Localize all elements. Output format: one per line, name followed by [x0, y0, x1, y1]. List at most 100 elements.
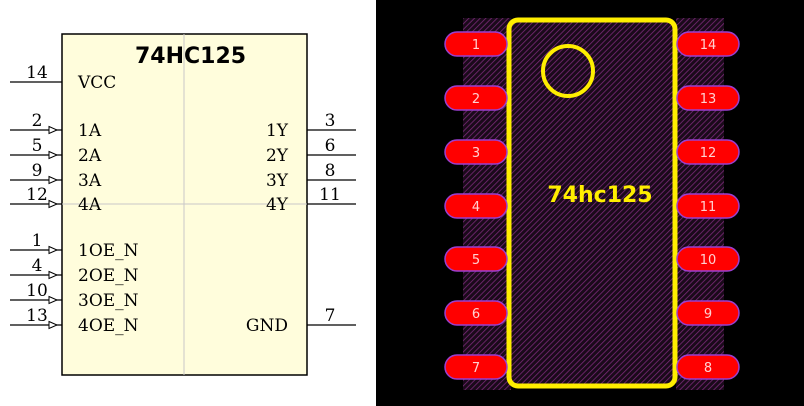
- left-pin-4: 4 2OE_N: [10, 256, 139, 286]
- right-pin-6: 6 2Y: [266, 136, 356, 166]
- pad-number: 14: [700, 38, 717, 53]
- pin-number: 5: [32, 136, 43, 156]
- pin-number: 4: [32, 256, 43, 276]
- left-pin-5: 5 2A: [10, 136, 102, 166]
- pad-shape: [676, 31, 740, 57]
- pcb-pad-14: 14: [676, 31, 740, 57]
- pin-number: 1: [32, 231, 43, 251]
- pin-name: VCC: [77, 73, 116, 93]
- pin1-marker-circle: [541, 44, 595, 98]
- pad-shape: [676, 139, 740, 165]
- pad-shape: [676, 193, 740, 219]
- pin-name: 3A: [78, 171, 102, 191]
- input-arrow-icon: [48, 295, 59, 305]
- pin-number: 2: [32, 111, 43, 131]
- left-pin-10: 10 3OE_N: [10, 281, 139, 311]
- pad-shape: [444, 246, 508, 272]
- pin-name: 1OE_N: [78, 241, 139, 261]
- pin-number: 10: [26, 281, 48, 301]
- pin-number: 11: [319, 185, 341, 205]
- pin-name: 4Y: [266, 195, 289, 215]
- right-pin-11: 11 4Y: [266, 185, 356, 215]
- pcb-pad-1: 1: [444, 31, 508, 57]
- pin-name: 2Y: [266, 146, 289, 166]
- pad-number: 6: [472, 307, 480, 322]
- input-arrow-icon: [48, 175, 59, 185]
- pin-number: 6: [325, 136, 336, 156]
- pin-number: 14: [26, 63, 48, 83]
- pin-name: 1Y: [266, 121, 289, 141]
- pad-shape: [444, 31, 508, 57]
- pin-number: 13: [26, 306, 48, 326]
- pad-shape: [676, 354, 740, 380]
- pcb-left-pads: 1 2 3 4 5 6 7: [444, 31, 508, 380]
- pin-number: 12: [26, 185, 48, 205]
- pcb-pad-8: 8: [676, 354, 740, 380]
- pad-shape: [676, 85, 740, 111]
- input-arrow-icon: [48, 245, 59, 255]
- pin-name: 2OE_N: [78, 266, 139, 286]
- pad-number: 10: [700, 253, 717, 268]
- left-pin-1: 1 1OE_N: [10, 231, 139, 261]
- pcb-pad-7: 7: [444, 354, 508, 380]
- pad-number: 1: [472, 38, 480, 53]
- pin-name: 2A: [78, 146, 102, 166]
- pin-number: 8: [325, 161, 336, 181]
- pad-number: 5: [472, 253, 480, 268]
- pad-number: 9: [704, 307, 712, 322]
- pcb-pad-3: 3: [444, 139, 508, 165]
- input-arrow-icon: [48, 270, 59, 280]
- pad-number: 7: [472, 361, 480, 376]
- pcb-pad-5: 5: [444, 246, 508, 272]
- pcb-pad-2: 2: [444, 85, 508, 111]
- pad-number: 2: [472, 92, 480, 107]
- pcb-pad-11: 11: [676, 193, 740, 219]
- right-pin-8: 8 3Y: [266, 161, 356, 191]
- pad-shape: [444, 354, 508, 380]
- input-arrow-icon: [48, 199, 59, 209]
- pin-name: 1A: [78, 121, 102, 141]
- pcb-pad-4: 4: [444, 193, 508, 219]
- pin-name: 4OE_N: [78, 316, 139, 336]
- pcb-pad-9: 9: [676, 300, 740, 326]
- pcb-pad-12: 12: [676, 139, 740, 165]
- pad-shape: [444, 193, 508, 219]
- package-body: [506, 17, 678, 389]
- pin-name: 4A: [78, 195, 102, 215]
- pin-number: 3: [325, 111, 336, 131]
- left-pin-9: 9 3A: [10, 161, 102, 191]
- pin-name: GND: [246, 316, 288, 336]
- pcb-right-pads: 14 13 12 11 10 9 8: [676, 31, 740, 380]
- pcb-pad-10: 10: [676, 246, 740, 272]
- pad-shape: [676, 300, 740, 326]
- pin-name: 3OE_N: [78, 291, 139, 311]
- left-pin-12: 12 4A: [10, 185, 102, 215]
- pad-number: 11: [700, 200, 717, 215]
- pin-number: 9: [32, 161, 43, 181]
- pad-number: 13: [700, 92, 717, 107]
- input-arrow-icon: [48, 150, 59, 160]
- pin-name: 3Y: [266, 171, 289, 191]
- left-pin-13: 13 4OE_N: [10, 306, 139, 336]
- pad-shape: [444, 139, 508, 165]
- right-pin-3: 3 1Y: [266, 111, 356, 141]
- pcb-part-label: 74hc125: [547, 183, 652, 208]
- pad-number: 3: [472, 146, 480, 161]
- pad-shape: [444, 300, 508, 326]
- pcb-pad-13: 13: [676, 85, 740, 111]
- pad-shape: [444, 85, 508, 111]
- pcb-pad-6: 6: [444, 300, 508, 326]
- pad-number: 12: [700, 146, 717, 161]
- pin-number: 7: [325, 306, 336, 326]
- pad-shape: [676, 246, 740, 272]
- pad-number: 8: [704, 361, 712, 376]
- input-arrow-icon: [48, 320, 59, 330]
- ic-title: 74HC125: [135, 44, 246, 69]
- left-pin-2: 2 1A: [10, 111, 102, 141]
